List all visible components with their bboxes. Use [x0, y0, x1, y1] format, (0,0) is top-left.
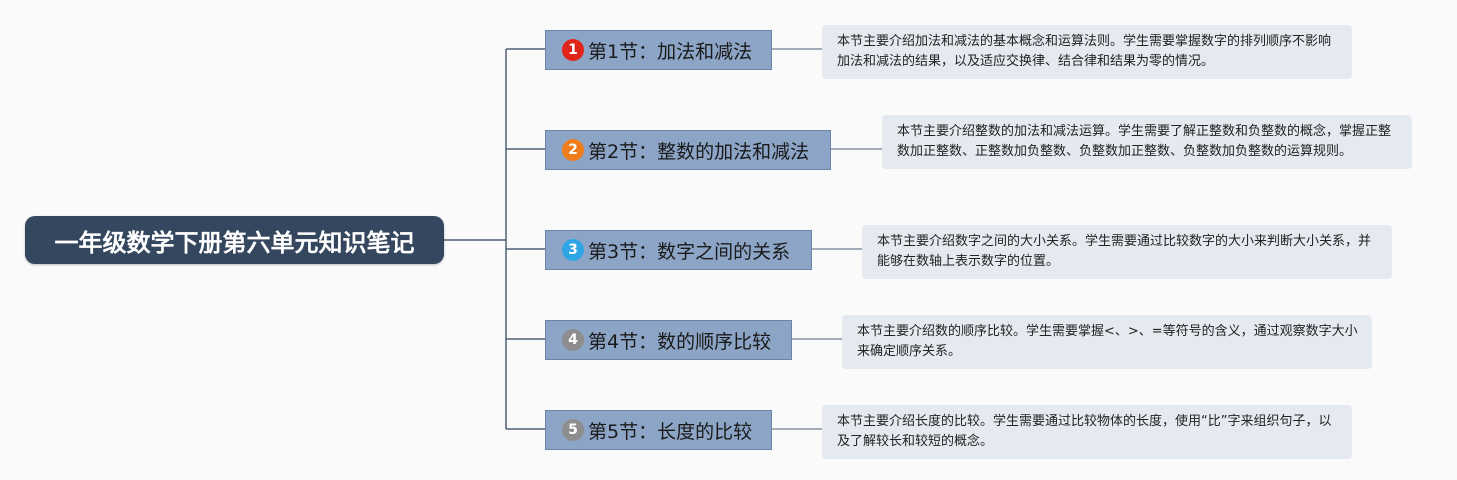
section-title: 第5节：长度的比较 [588, 420, 753, 443]
number-badge-icon: 2 [562, 139, 584, 161]
section-title: 第2节：整数的加法和减法 [588, 140, 810, 163]
section-note-2[interactable]: 本节主要介绍整数的加法和减法运算。学生需要了解正整数和负整数的概念，掌握正整数加… [882, 115, 1412, 169]
section-title: 第4节：数的顺序比较 [588, 330, 772, 353]
number-badge-icon: 4 [562, 329, 584, 351]
section-note-5[interactable]: 本节主要介绍长度的比较。学生需要通过比较物体的长度，使用“比”字来组织句子，以及… [822, 405, 1352, 459]
section-topic-5[interactable]: 5 第5节：长度的比较 [545, 410, 772, 450]
section-topic-4[interactable]: 4 第4节：数的顺序比较 [545, 320, 792, 360]
section-note-3[interactable]: 本节主要介绍数字之间的大小关系。学生需要通过比较数字的大小来判断大小关系，并能够… [862, 225, 1392, 279]
root-topic[interactable]: 一年级数学下册第六单元知识笔记 [25, 216, 444, 264]
number-badge-icon: 1 [562, 39, 584, 61]
section-topic-1[interactable]: 1 第1节：加法和减法 [545, 30, 772, 70]
section-note-1[interactable]: 本节主要介绍加法和减法的基本概念和运算法则。学生需要掌握数字的排列顺序不影响加法… [822, 25, 1352, 79]
section-title: 第3节：数字之间的关系 [588, 240, 791, 263]
number-badge-icon: 5 [562, 419, 584, 441]
section-topic-2[interactable]: 2 第2节：整数的加法和减法 [545, 130, 831, 170]
section-note-4[interactable]: 本节主要介绍数的顺序比较。学生需要掌握<、>、=等符号的含义，通过观察数字大小来… [842, 315, 1372, 369]
section-title: 第1节：加法和减法 [588, 40, 753, 63]
section-topic-3[interactable]: 3 第3节：数字之间的关系 [545, 230, 812, 270]
number-badge-icon: 3 [562, 239, 584, 261]
